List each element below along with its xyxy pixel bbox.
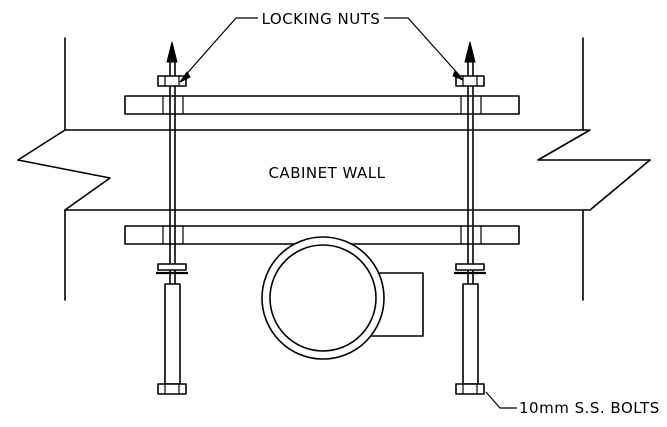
- right-arrowhead: [464, 41, 476, 63]
- left-bolt-assembly: [156, 41, 188, 395]
- right-lower-nut: [455, 263, 485, 271]
- device-inner-ring: [269, 244, 377, 352]
- upper-mounting-bar: [124, 95, 520, 115]
- right-bolt-assembly: [454, 41, 486, 395]
- bolts-leader: [485, 391, 517, 409]
- locking-nuts-label: LOCKING NUTS: [262, 10, 381, 28]
- right-bolt-shank: [462, 283, 479, 385]
- left-bolt-head: [157, 383, 187, 395]
- right-bolt-head: [455, 383, 485, 395]
- round-device: [261, 236, 424, 360]
- left-bolt-shank: [164, 283, 181, 385]
- left-locking-nut: [157, 75, 187, 87]
- device-outer-ring: [261, 236, 385, 360]
- cabinet-wall-label: CABINET WALL: [268, 164, 385, 182]
- wall-top-edge: [17, 129, 651, 161]
- locking-nuts-leaders: [179, 17, 464, 83]
- right-locking-nut: [455, 75, 485, 87]
- wall-bottom-edge: [17, 159, 651, 211]
- cabinet-wall: [17, 37, 651, 301]
- left-lower-nut: [157, 263, 187, 271]
- left-arrowhead: [166, 41, 178, 63]
- bolts-label: 10mm S.S. BOLTS: [519, 399, 660, 417]
